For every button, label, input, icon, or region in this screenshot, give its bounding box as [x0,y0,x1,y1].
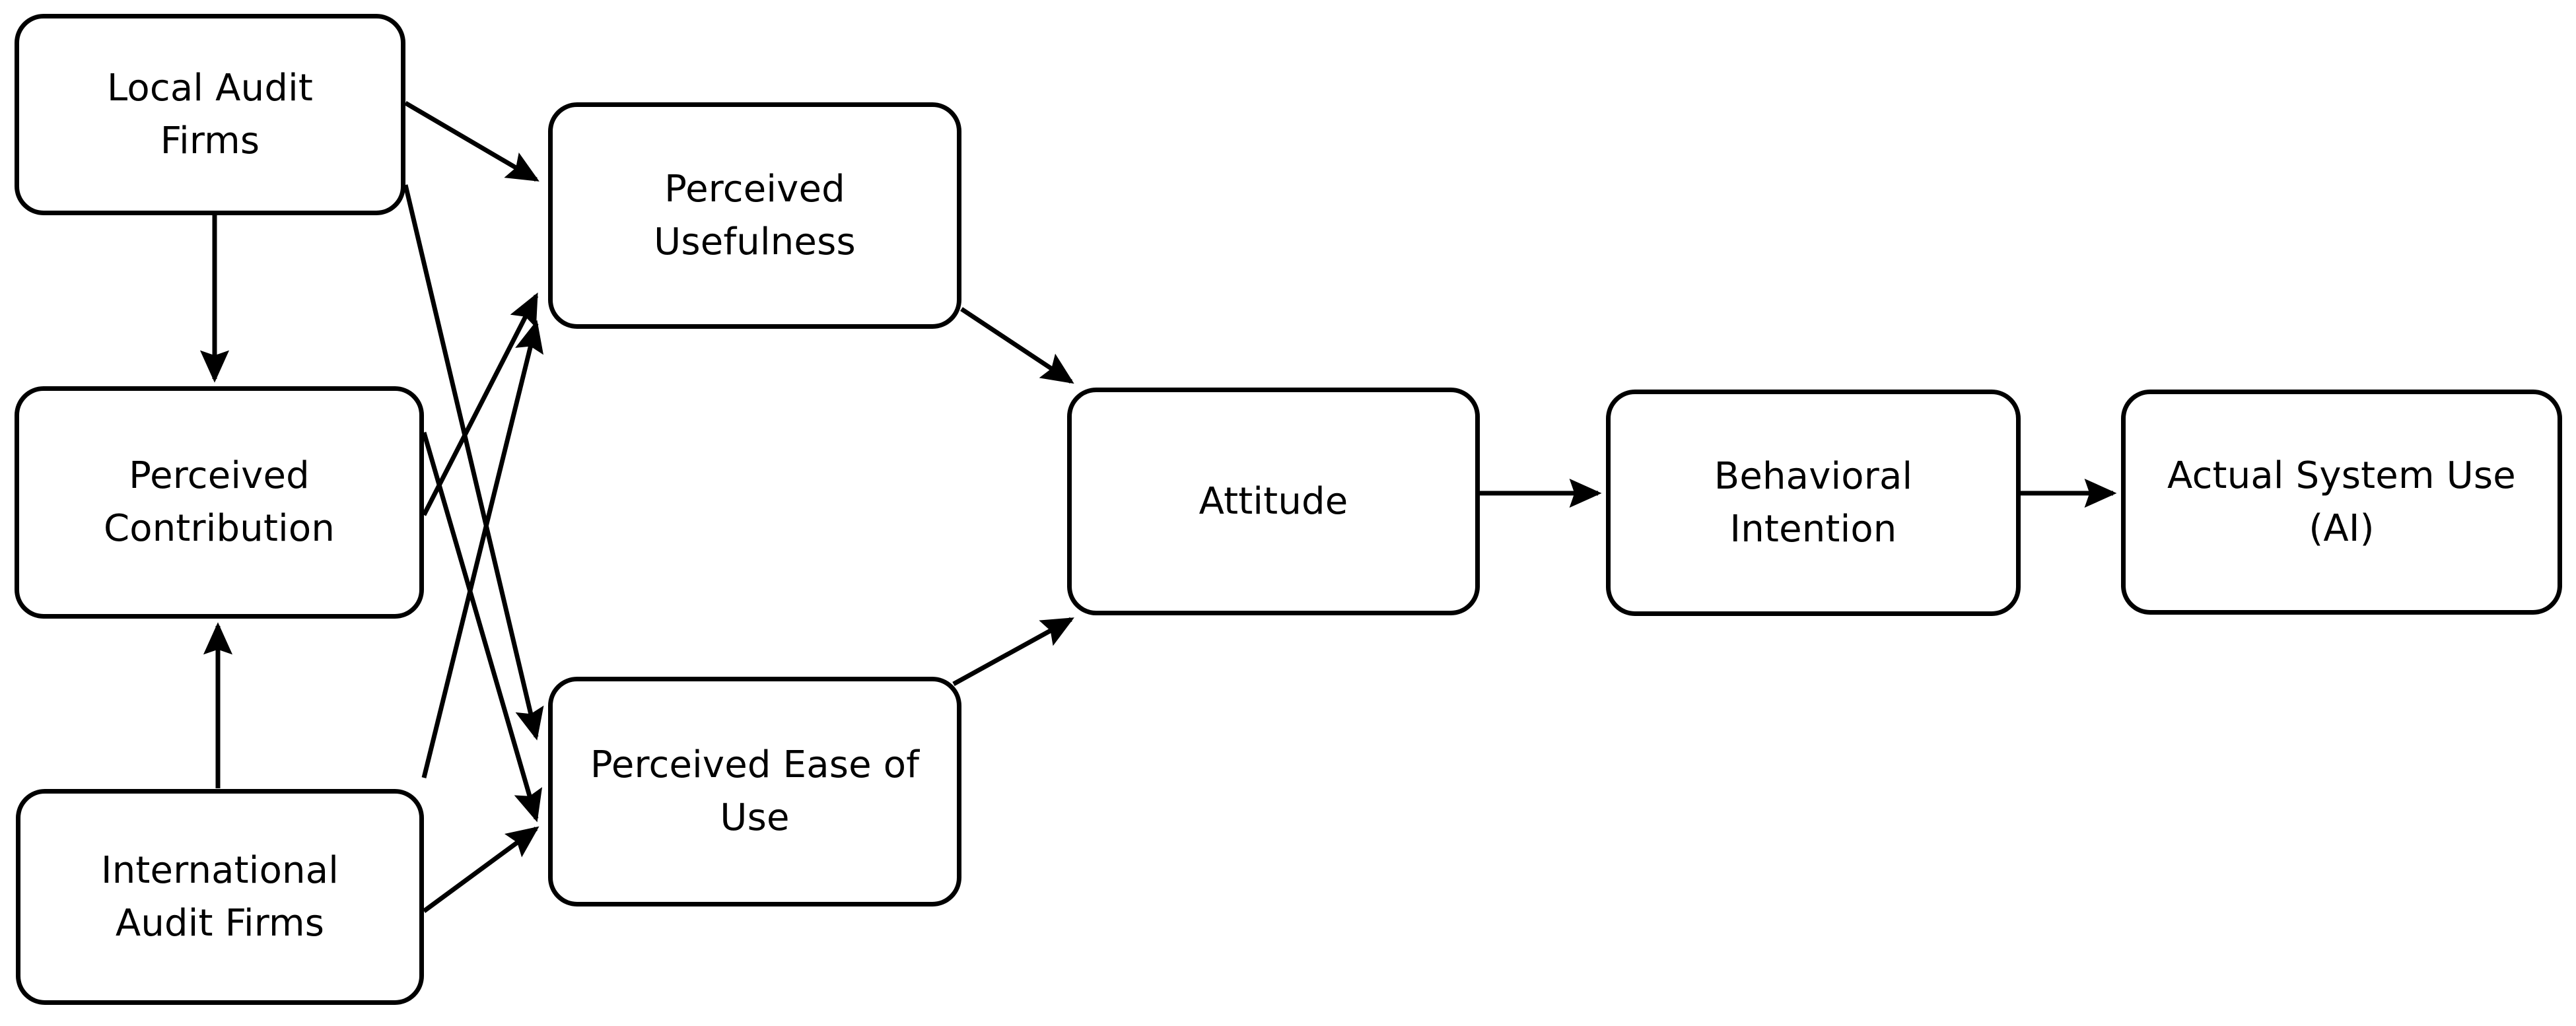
edge-contribution-to-ease [421,432,543,823]
node-perceived-contribution[interactable]: Perceived Contribution [15,386,424,619]
node-perceived-ease-of-use[interactable]: Perceived Ease of Use [548,677,961,906]
edge-international-to-usefulness [421,320,543,778]
node-international-audit-firms[interactable]: International Audit Firms [16,789,424,1005]
node-local-audit-firms[interactable]: Local Audit Firms [15,14,405,215]
edge-contribution-to-usefulness [421,292,539,516]
edge-ease-to-attitude [952,617,1074,687]
edge-usefulness-to-attitude [960,307,1074,384]
node-perceived-usefulness[interactable]: Perceived Usefulness [548,102,961,329]
node-behavioral-intention[interactable]: Behavioral Intention [1606,390,2021,616]
node-actual-system-use[interactable]: Actual System Use (AI) [2121,390,2562,615]
edge-local-to-usefulness [404,100,540,182]
node-attitude[interactable]: Attitude [1067,388,1480,615]
edge-international-to-ease [422,826,540,913]
edge-local-to-ease [403,184,544,741]
